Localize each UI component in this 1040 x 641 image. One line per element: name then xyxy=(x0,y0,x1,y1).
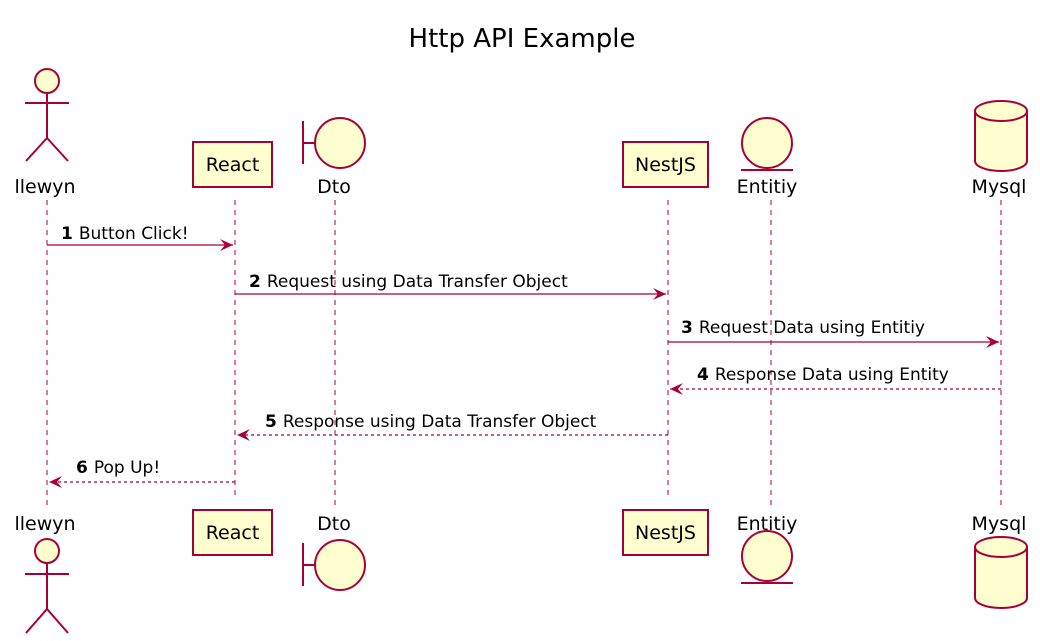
participant-react-bottom: React xyxy=(192,509,273,556)
participant-label: Dto xyxy=(317,176,351,198)
message-4: 4 Response Data using Entity xyxy=(670,365,1001,395)
lifelines xyxy=(46,200,1002,510)
message-number: 6 xyxy=(76,458,88,478)
entity-icon xyxy=(741,530,793,584)
participant-box xyxy=(622,141,709,188)
database-icon xyxy=(974,536,1028,609)
participant-label: Dto xyxy=(317,513,351,535)
participant-label: React xyxy=(206,522,260,544)
message-2: 2 Request using Data Transfer Object xyxy=(235,272,666,300)
actor-icon xyxy=(25,68,69,162)
participant-label: React xyxy=(206,154,260,176)
message-1: 1 Button Click! xyxy=(47,224,233,251)
participant-react-top: React xyxy=(192,141,273,188)
message-5: 5 Response using Data Transfer Object xyxy=(237,412,668,441)
message-label: 3 Request Data using Entitiy xyxy=(681,318,925,338)
participant-label: Entitiy xyxy=(737,513,798,535)
message-label: 5 Response using Data Transfer Object xyxy=(265,412,597,432)
message-text: Pop Up! xyxy=(94,458,160,478)
participant-dto-top: Dto xyxy=(302,117,366,198)
participant-entitiy-bottom: Entitiy xyxy=(737,513,798,584)
message-number: 2 xyxy=(249,272,261,292)
boundary-icon xyxy=(302,117,366,169)
message-label: 1 Button Click! xyxy=(61,224,189,244)
participant-label: NestJS xyxy=(635,522,696,544)
message-text: Response Data using Entity xyxy=(715,365,949,385)
participant-label: Mysql xyxy=(972,513,1027,535)
message-label: 6 Pop Up! xyxy=(76,458,160,478)
message-number: 5 xyxy=(265,412,277,432)
participant-mysql-bottom: Mysql xyxy=(972,513,1028,609)
actor-icon xyxy=(25,538,69,634)
message-number: 4 xyxy=(697,365,709,385)
message-text: Button Click! xyxy=(79,224,189,244)
participant-label: Mysql xyxy=(972,176,1027,198)
participant-label: Entitiy xyxy=(737,176,798,198)
participant-llewyn-bottom: llewyn xyxy=(14,513,76,634)
message-text: Response using Data Transfer Object xyxy=(283,412,597,432)
participant-label: llewyn xyxy=(14,513,75,535)
message-label: 4 Response Data using Entity xyxy=(697,365,949,385)
message-6: 6 Pop Up! xyxy=(49,458,235,488)
entity-icon xyxy=(741,117,793,171)
participant-nestjs-top: NestJS xyxy=(622,141,709,188)
message-3: 3 Request Data using Entitiy xyxy=(668,318,999,348)
database-icon xyxy=(974,100,1028,172)
message-number: 3 xyxy=(681,318,693,338)
participant-box xyxy=(192,509,273,556)
participant-box xyxy=(192,141,273,188)
boundary-icon xyxy=(302,539,366,591)
message-text: Request Data using Entitiy xyxy=(699,318,925,338)
diagram-title: Http API Example xyxy=(409,24,636,54)
participant-mysql-top: Mysql xyxy=(972,100,1028,198)
message-number: 1 xyxy=(61,224,73,244)
participant-nestjs-bottom: NestJS xyxy=(622,509,709,556)
message-label: 2 Request using Data Transfer Object xyxy=(249,272,568,292)
message-text: Request using Data Transfer Object xyxy=(267,272,568,292)
participant-entitiy-top: Entitiy xyxy=(737,117,798,198)
participant-dto-bottom: Dto xyxy=(302,513,366,591)
participant-label: llewyn xyxy=(14,176,75,198)
participant-label: NestJS xyxy=(635,154,696,176)
participant-llewyn-top: llewyn xyxy=(14,68,76,198)
participant-box xyxy=(622,509,709,556)
